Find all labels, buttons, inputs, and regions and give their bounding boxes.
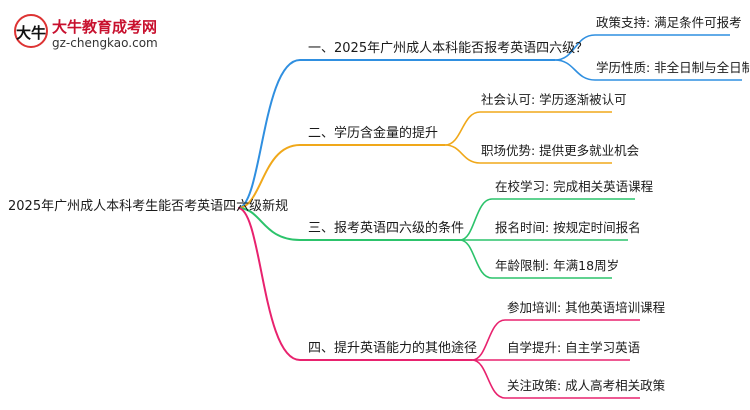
leaf-node-4-3[interactable]: 关注政策: 成人高考相关政策 [507,378,666,393]
leaf-node-2-2[interactable]: 职场优势: 提供更多就业机会 [481,143,640,158]
leaf-node-2-1[interactable]: 社会认可: 学历逐渐被认可 [481,92,627,107]
connector-leaf-4-1 [471,319,640,361]
connector-leaf-1-1 [554,34,730,61]
connector-branch-3 [237,207,460,241]
connector-branch-4 [237,207,472,361]
leaf-node-1-2[interactable]: 学历性质: 非全日制与全日制相似 [596,60,750,75]
connector-branch-2 [237,144,445,209]
logo-url: gz-chengkao.com [52,36,158,50]
branch-node-3[interactable]: 三、报考英语四六级的条件 [308,221,465,236]
connector-leaf-3-3 [459,239,612,279]
logo-badge-text: 大牛 [16,24,47,42]
root-node[interactable]: 2025年广州成人本科考生能否考英语四六级新规 [8,199,289,214]
connector-branch-1 [237,59,555,209]
branch-node-2[interactable]: 二、学历含金量的提升 [308,126,439,141]
connector-leaf-4-3 [471,359,640,399]
leaf-node-1-1[interactable]: 政策支持: 满足条件可报考 [596,15,742,30]
connector-leaf-3-1 [459,198,635,241]
branch-node-1[interactable]: 一、2025年广州成人本科能否报考英语四六级？ [308,41,589,56]
leaf-node-3-3[interactable]: 年龄限制: 年满18周岁 [495,258,620,273]
leaf-node-4-2[interactable]: 自学提升: 自主学习英语 [507,340,641,355]
leaf-node-3-2[interactable]: 报名时间: 按规定时间报名 [495,220,641,235]
leaf-node-4-1[interactable]: 参加培训: 其他英语培训课程 [507,300,666,315]
logo-title: 大牛教育成考网 [52,18,158,36]
site-logo[interactable]: 大牛 大牛教育成考网 gz-chengkao.com [8,10,238,56]
leaf-node-3-1[interactable]: 在校学习: 完成相关英语课程 [495,179,654,194]
connector-leaf-2-2 [444,144,612,164]
connector-leaf-2-1 [444,111,612,146]
logo-badge-icon: 大牛 [14,14,48,48]
branch-node-4[interactable]: 四、提升英语能力的其他途径 [308,341,478,356]
connector-leaf-1-2 [554,59,742,81]
